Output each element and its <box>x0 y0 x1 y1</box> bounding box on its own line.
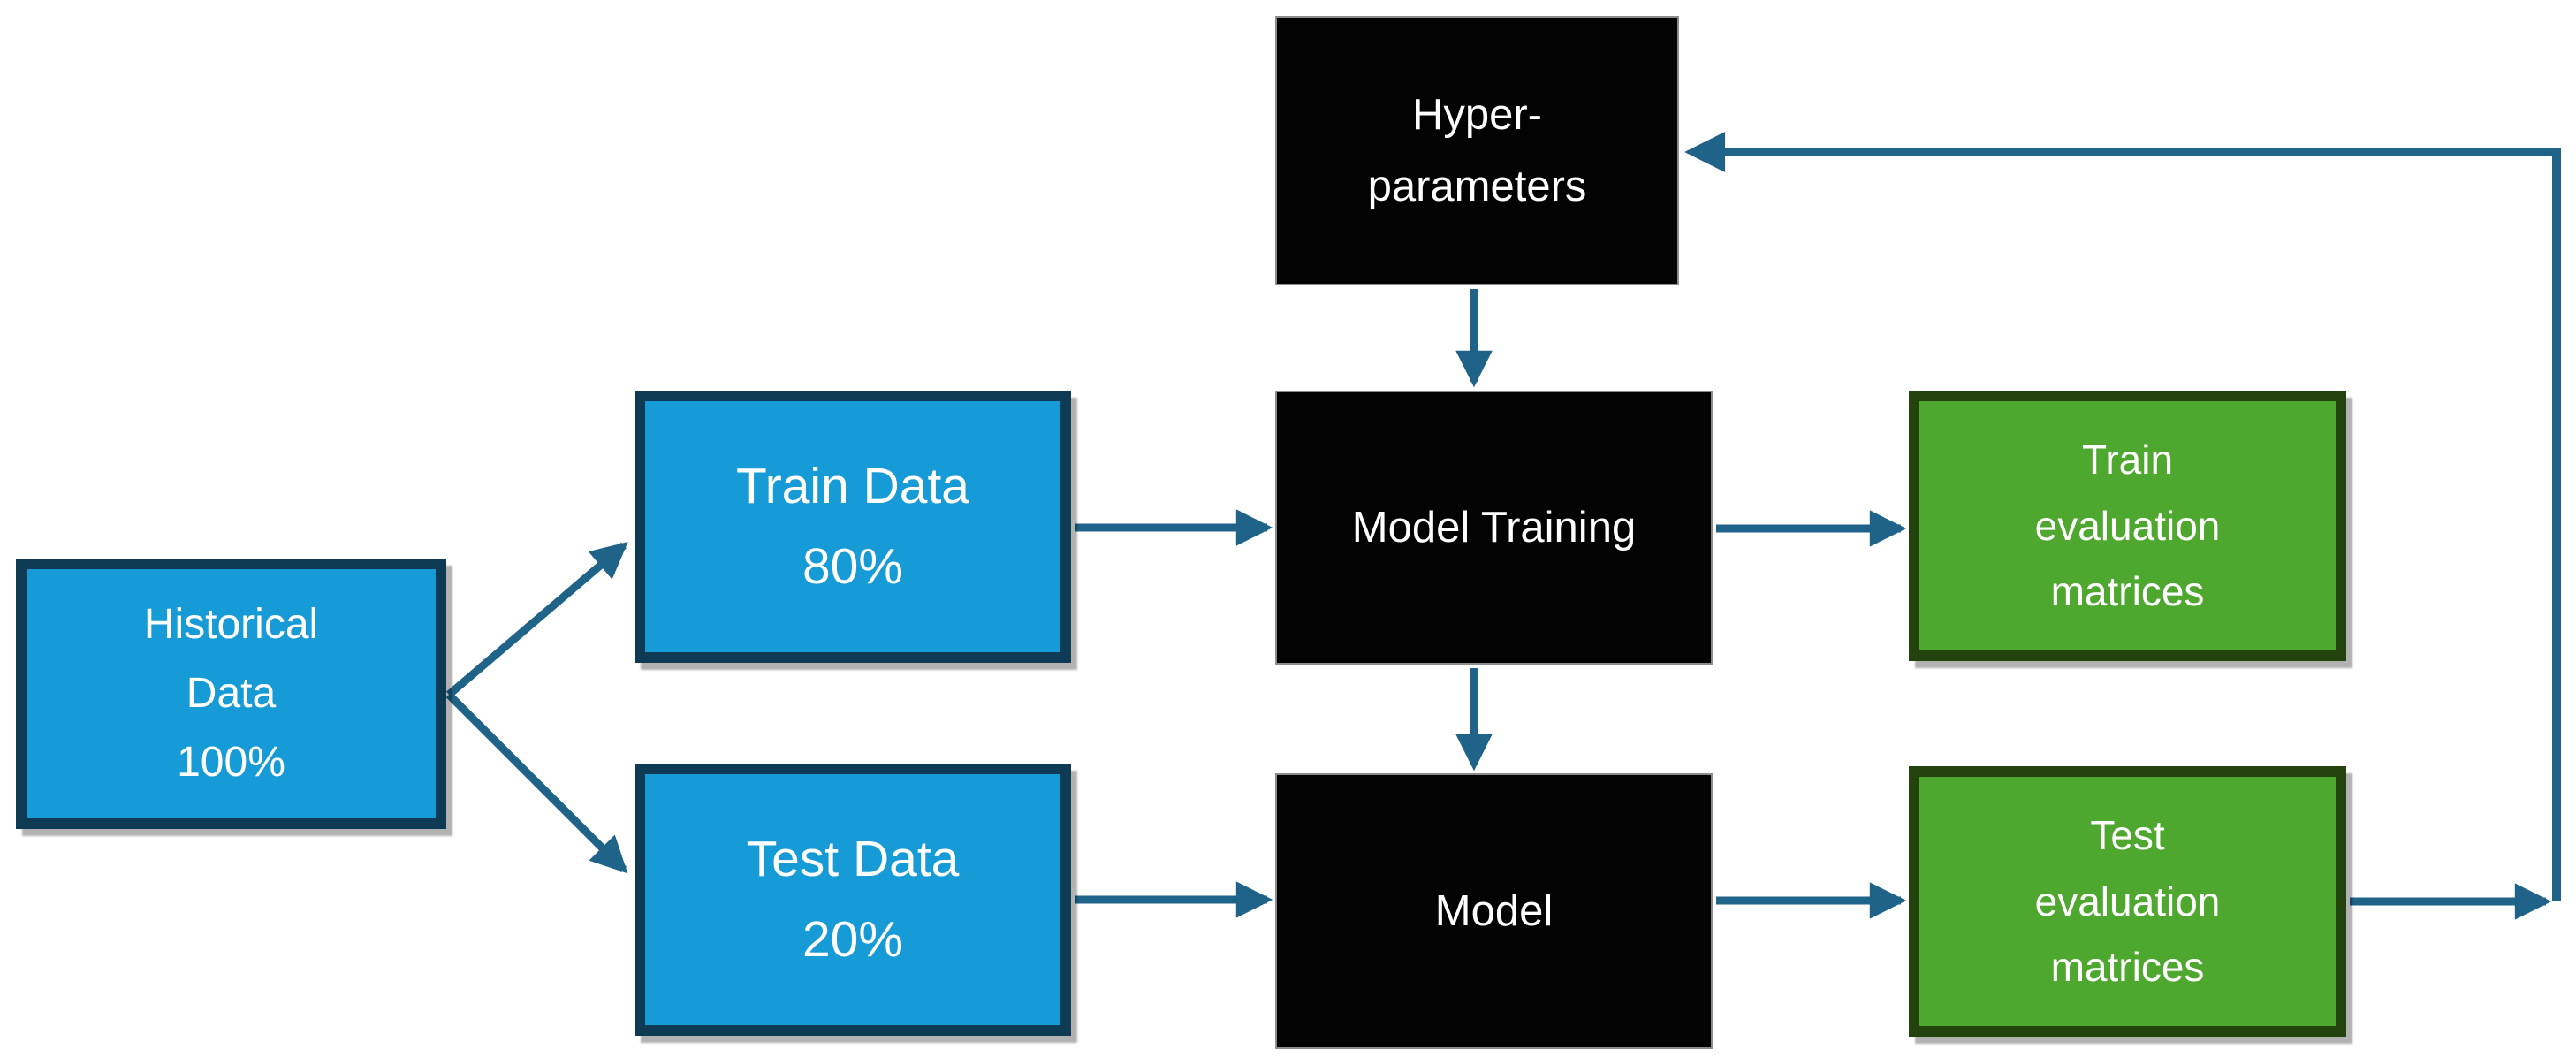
node-train-data-label: Train Data 80% <box>736 457 969 595</box>
arrow-feedback-loop-to-hyper-parameters <box>1684 132 2561 901</box>
node-hyper-parameters-label: Hyper- parameters <box>1367 90 1587 210</box>
node-test-evaluation-matrices: Test evaluation matrices <box>1909 766 2346 1037</box>
node-model: Model <box>1275 773 1713 1049</box>
node-train-evaluation-matrices-label: Train evaluation matrices <box>2034 437 2221 615</box>
node-test-data-label: Test Data 20% <box>746 830 960 968</box>
node-historical-data: Historical Data 100% <box>16 559 446 829</box>
node-historical-data-label: Historical Data 100% <box>143 601 319 786</box>
node-model-label: Model <box>1434 886 1554 935</box>
node-train-evaluation-matrices: Train evaluation matrices <box>1909 391 2346 661</box>
node-train-data: Train Data 80% <box>635 391 1071 663</box>
node-test-data: Test Data 20% <box>635 764 1071 1036</box>
node-model-training: Model Training <box>1275 391 1713 665</box>
arrow-historical-to-train-data <box>446 541 628 698</box>
node-model-training-label: Model Training <box>1351 503 1637 551</box>
node-test-evaluation-matrices-label: Test evaluation matrices <box>2034 812 2221 991</box>
node-hyper-parameters: Hyper- parameters <box>1275 16 1679 285</box>
arrow-historical-to-test-data <box>445 691 628 874</box>
